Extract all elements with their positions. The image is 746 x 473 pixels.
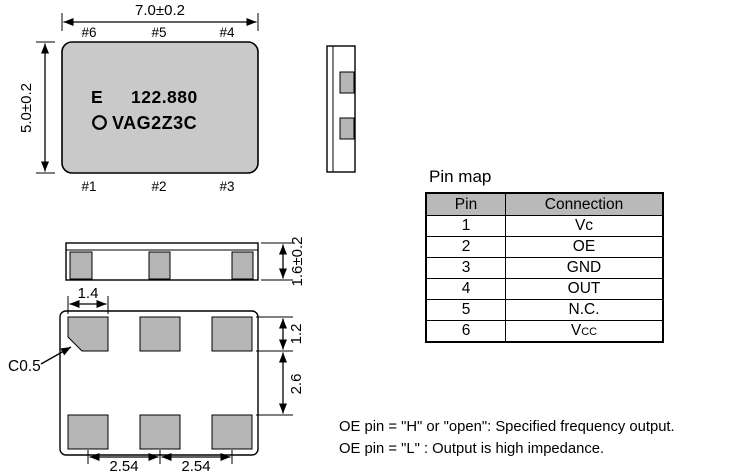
table-row: 3 GND bbox=[425, 257, 664, 279]
note-line-2: OE pin = "L" : Output is high impedance. bbox=[339, 441, 605, 457]
bottom-pad bbox=[139, 414, 181, 450]
pin-number: 1 bbox=[425, 215, 506, 237]
pin-label-5: #5 bbox=[151, 25, 166, 40]
dim-label: 5.0±0.2 bbox=[18, 83, 35, 133]
side-view bbox=[326, 45, 356, 173]
pin-label-4: #4 bbox=[219, 25, 235, 40]
pin-connection: GND bbox=[505, 257, 664, 279]
pin-connection: N.C. bbox=[505, 299, 664, 321]
pin-map-title: Pin map bbox=[429, 167, 492, 186]
side-pad bbox=[339, 117, 355, 140]
table-row: 2 OE bbox=[425, 236, 664, 258]
pin-connection: VCC bbox=[505, 320, 664, 343]
dim-row-gap: 2.6 bbox=[256, 352, 305, 416]
bottom-pad-chamfered bbox=[67, 316, 109, 352]
table-row: 4 OUT bbox=[425, 278, 664, 300]
dim-body-height: 5.0±0.2 bbox=[18, 41, 55, 174]
pin-number: 5 bbox=[425, 299, 506, 321]
header-connection: Connection bbox=[505, 192, 664, 216]
dim-label: 2.6 bbox=[288, 374, 305, 395]
dim-pad-width: 1.4 bbox=[67, 285, 109, 314]
leader-line bbox=[40, 346, 72, 365]
pin-number: 6 bbox=[425, 320, 506, 343]
bottom-pad bbox=[211, 316, 253, 352]
bottom-pad bbox=[139, 316, 181, 352]
dim-pitch: 2.54 2.54 bbox=[87, 450, 233, 473]
bottom-view: 1.4 1.2 2.6 2.54 bbox=[8, 285, 305, 473]
dim-label: 2.54 bbox=[109, 458, 138, 473]
top-view: E 122.880 VAG2Z3C 7.0±0.2 5.0±0.2 #6 #5 … bbox=[18, 2, 259, 194]
pin-number: 4 bbox=[425, 278, 506, 300]
pin-label-6: #6 bbox=[81, 25, 96, 40]
pin-connection: OE bbox=[505, 236, 664, 258]
dim-body-width: 7.0±0.2 bbox=[61, 2, 259, 31]
dim-label: 2.54 bbox=[181, 458, 210, 473]
table-header-row: Pin Connection bbox=[425, 192, 664, 216]
dim-label: 1.6±0.2 bbox=[289, 237, 306, 287]
bottom-pad bbox=[67, 414, 109, 450]
front-pad bbox=[148, 251, 171, 280]
marking-model: VAG2Z3C bbox=[112, 113, 197, 133]
note-line-1: OE pin = "H" or "open": Specified freque… bbox=[339, 419, 675, 435]
marking-prefix: E bbox=[91, 87, 103, 107]
side-pad bbox=[339, 71, 355, 94]
dim-label: 1.4 bbox=[78, 285, 99, 302]
dim-pad-height: 1.2 bbox=[256, 316, 305, 352]
package-body bbox=[61, 41, 259, 174]
front-pad bbox=[69, 251, 93, 280]
pin-connection: OUT bbox=[505, 278, 664, 300]
bottom-body bbox=[59, 310, 259, 456]
dim-thickness: 1.6±0.2 bbox=[261, 237, 306, 287]
pin-map-section: Pin map Pin Connection 1 Vc 2 OE 3 bbox=[425, 167, 664, 343]
header-pin: Pin bbox=[425, 192, 506, 216]
table-row: 1 Vc bbox=[425, 215, 664, 237]
bottom-pad bbox=[211, 414, 253, 450]
pin-map-table: Pin Connection 1 Vc 2 OE 3 GND 4 bbox=[425, 192, 664, 343]
table-row: 5 N.C. bbox=[425, 299, 664, 321]
chamfer-label: C0.5 bbox=[8, 358, 41, 375]
marking-frequency: 122.880 bbox=[131, 87, 198, 107]
dim-label: 7.0±0.2 bbox=[135, 2, 185, 19]
pin-number: 3 bbox=[425, 257, 506, 279]
oe-notes: OE pin = "H" or "open": Specified freque… bbox=[339, 416, 675, 460]
pin-label-1: #1 bbox=[81, 179, 96, 194]
side-body bbox=[326, 45, 356, 173]
front-view: 1.6±0.2 bbox=[65, 237, 306, 287]
front-pad bbox=[231, 251, 254, 280]
pin1-indicator-circle bbox=[92, 115, 107, 130]
pin-connection: Vc bbox=[505, 215, 664, 237]
dim-label: 1.2 bbox=[288, 324, 305, 345]
pin-number: 2 bbox=[425, 236, 506, 258]
chamfer-callout: C0.5 bbox=[8, 346, 72, 375]
pin-label-2: #2 bbox=[151, 179, 166, 194]
pin-label-3: #3 bbox=[219, 179, 234, 194]
table-row: 6 VCC bbox=[425, 320, 664, 343]
